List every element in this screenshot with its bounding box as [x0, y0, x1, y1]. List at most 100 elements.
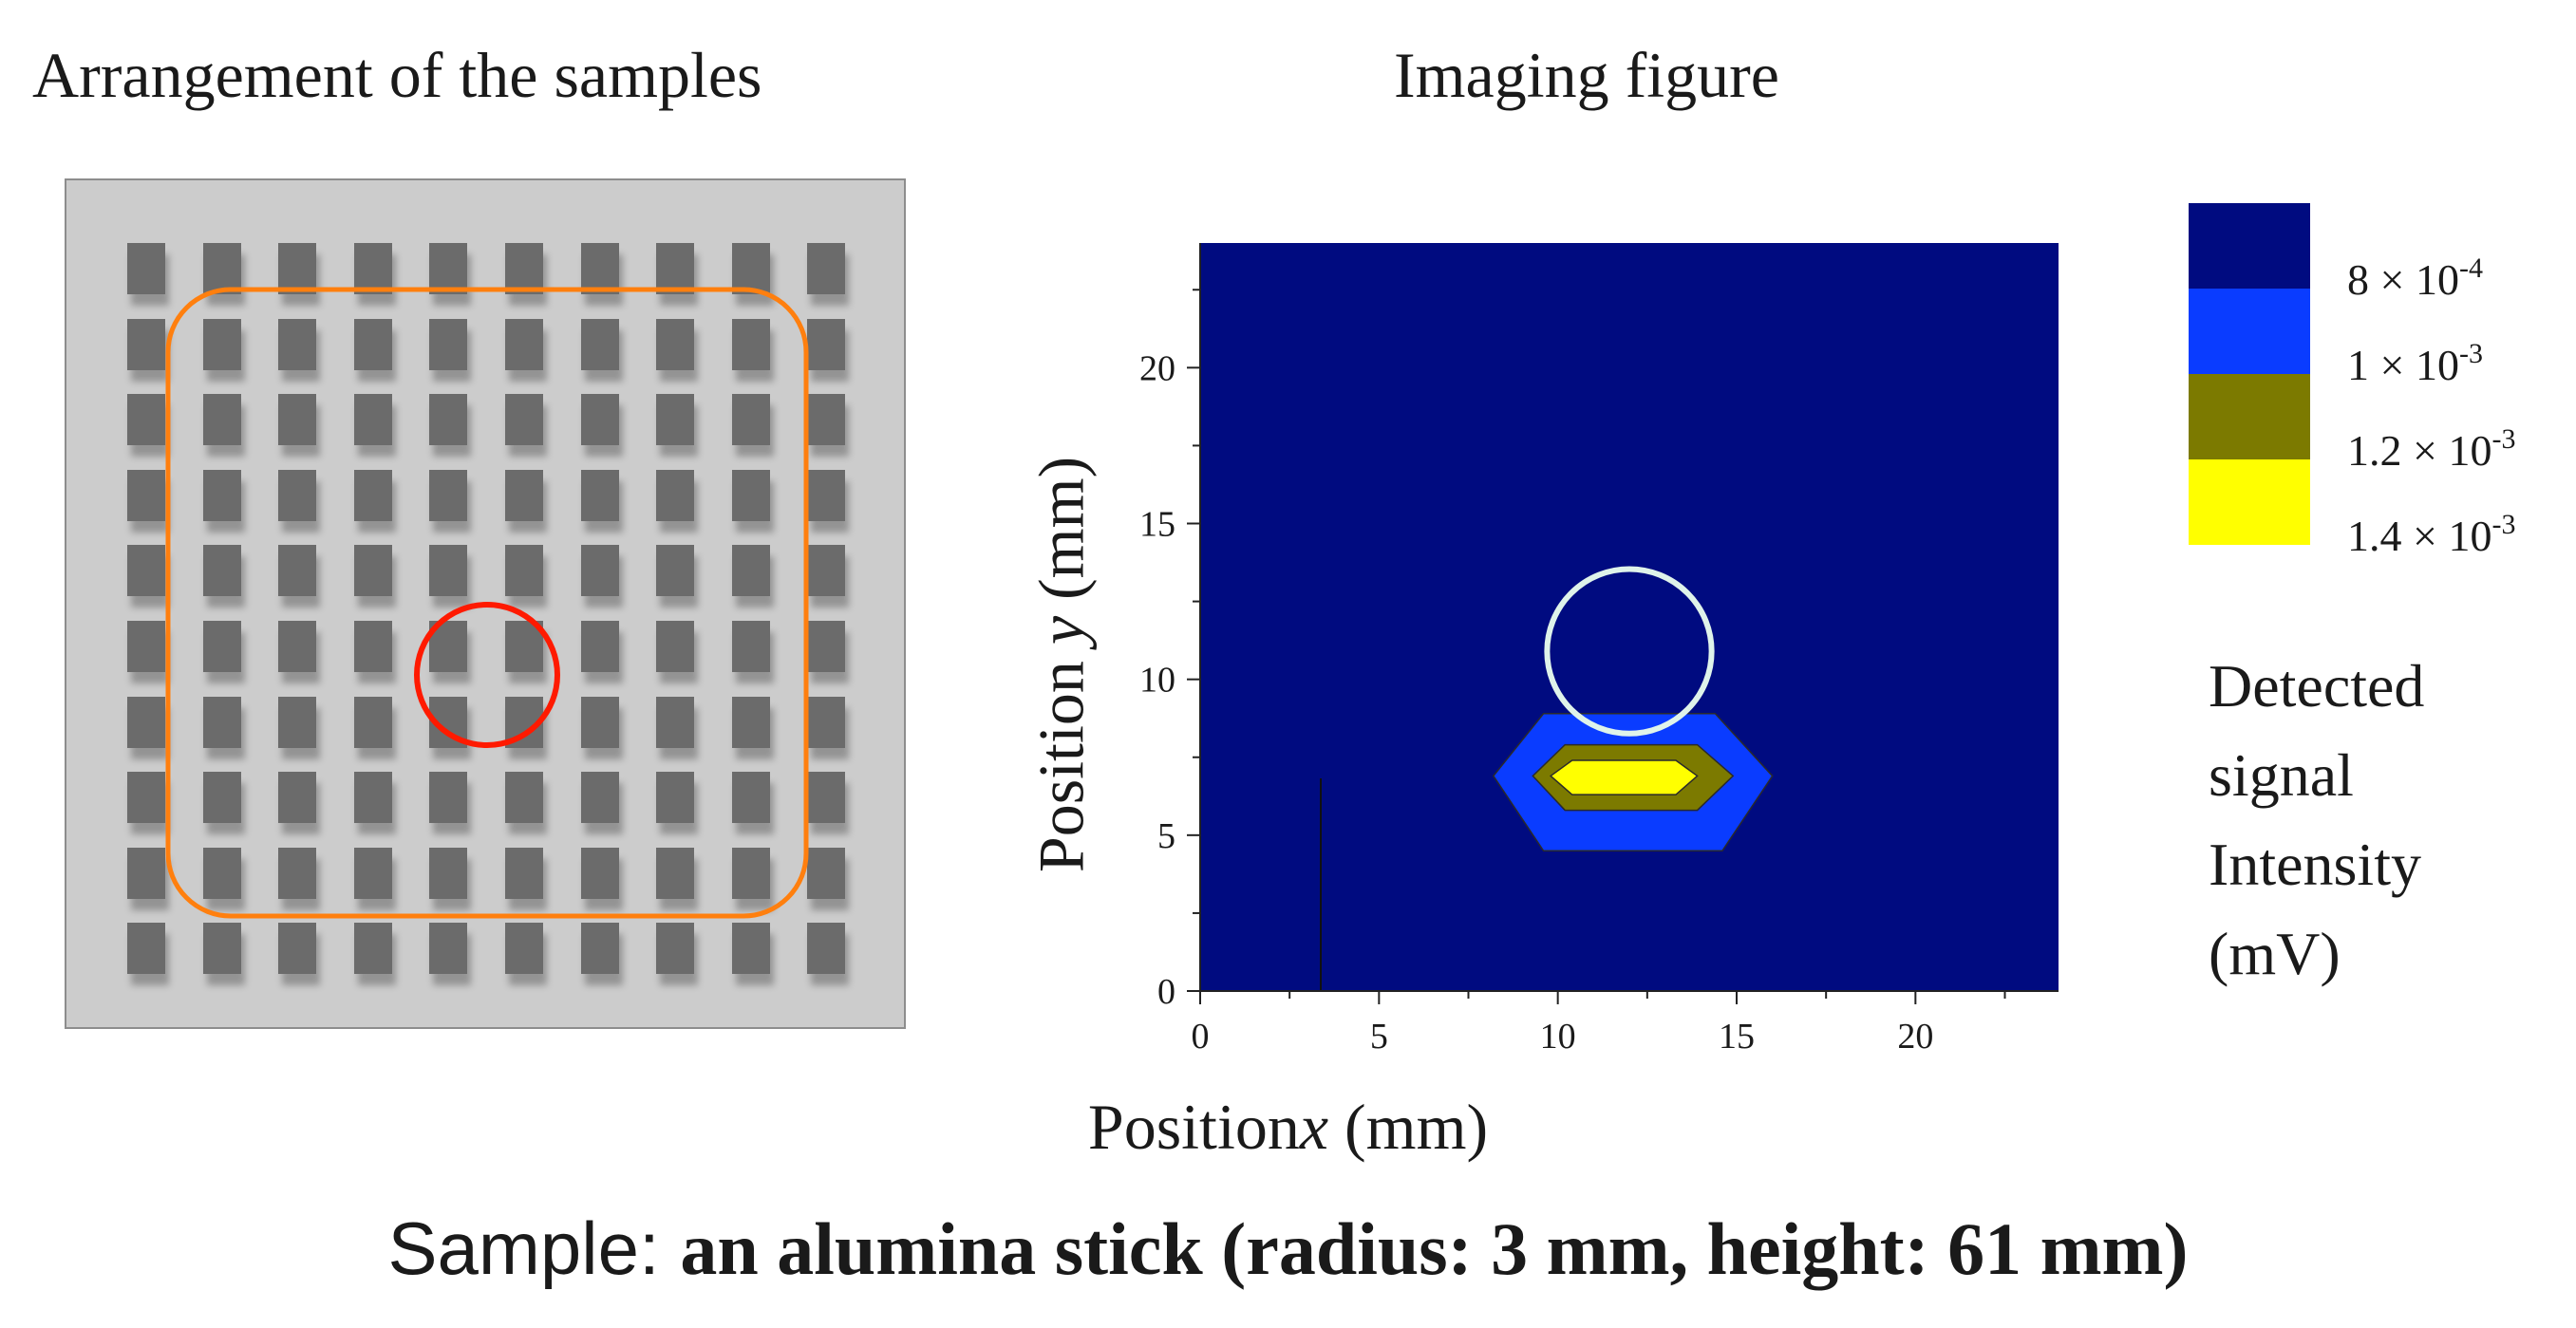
legend-label-mantissa: 1 × 10 [2347, 341, 2459, 389]
sample-square [505, 847, 543, 899]
sample-square [353, 243, 392, 294]
sample-square [353, 469, 392, 521]
legend-swatch [2189, 374, 2310, 459]
sample-square [807, 394, 846, 446]
sample-square [731, 621, 770, 672]
sample-square [505, 243, 543, 294]
sample-square [278, 847, 317, 899]
legend-caption-line: Detected [2209, 652, 2425, 720]
sample-square [505, 772, 543, 824]
sample-square [278, 696, 317, 748]
sample-square [429, 923, 468, 975]
roi-outline [165, 287, 809, 919]
legend-swatch [2189, 289, 2310, 374]
sample-square [807, 621, 846, 672]
sample-square [656, 847, 695, 899]
heatmap-background [1200, 243, 2059, 991]
sample-square [127, 772, 165, 824]
sample-square [656, 545, 695, 597]
sample-square [580, 318, 619, 370]
x-tick-label: 10 [1540, 1017, 1576, 1057]
x-axis-title: Position x (mm) [0, 1090, 2576, 1165]
sample-caption-description: an alumina stick (radius: 3 mm, height: … [680, 1207, 2189, 1290]
sample-square [656, 243, 695, 294]
sample-square [731, 243, 770, 294]
legend-swatch [2189, 459, 2310, 545]
sample-square [202, 923, 241, 975]
sample-square [202, 621, 241, 672]
sample-square [731, 847, 770, 899]
legend-label: 8 × 10-4 [2347, 253, 2483, 305]
sample-square [656, 696, 695, 748]
sample-square [429, 394, 468, 446]
sample-square [429, 847, 468, 899]
sample-square [731, 318, 770, 370]
sample-square [127, 847, 165, 899]
sample-square [807, 772, 846, 824]
sample-square [580, 394, 619, 446]
sample-square [731, 469, 770, 521]
sample-square [202, 772, 241, 824]
sample-square [505, 394, 543, 446]
sample-square [580, 545, 619, 597]
y-tick-label: 10 [1139, 661, 1175, 701]
legend-label-exponent: -3 [2491, 509, 2516, 540]
right-panel-title: Imaging figure [1394, 39, 1779, 111]
sample-square [807, 318, 846, 370]
x-axis-title-var: x [1299, 1091, 1329, 1163]
x-tick-label: 20 [1897, 1017, 1933, 1057]
sample-square [580, 772, 619, 824]
legend-swatch [2189, 203, 2310, 289]
sample-square [127, 696, 165, 748]
sample-square [580, 847, 619, 899]
sample-square [505, 318, 543, 370]
sample-square [353, 772, 392, 824]
sample-square [127, 621, 165, 672]
x-tick-label: 0 [1192, 1017, 1210, 1057]
sample-square [656, 923, 695, 975]
sample-square [278, 772, 317, 824]
sample-square [429, 243, 468, 294]
legend-label-mantissa: 1.4 × 10 [2347, 512, 2492, 560]
sample-square [429, 545, 468, 597]
highlight-circle [414, 602, 560, 748]
sample-square [731, 394, 770, 446]
legend-caption-line: (mV) [2209, 920, 2341, 987]
sample-square [202, 847, 241, 899]
sample-caption-prefix: Sample: [387, 1206, 681, 1290]
sample-square [278, 469, 317, 521]
sample-square [731, 772, 770, 824]
sample-square [127, 469, 165, 521]
sample-square [127, 545, 165, 597]
sample-position-circle [1544, 566, 1715, 737]
y-tick-label: 5 [1157, 816, 1175, 856]
sample-square [505, 923, 543, 975]
legend-caption-line: Intensity [2209, 831, 2421, 898]
sample-square [807, 696, 846, 748]
legend-caption: Detected signal Intensity (mV) [2209, 642, 2424, 999]
legend-label-exponent: -3 [2491, 423, 2516, 455]
sample-square [580, 243, 619, 294]
legend-label-exponent: -4 [2458, 253, 2483, 284]
sample-square [127, 923, 165, 975]
sample-square [202, 394, 241, 446]
sample-square [429, 318, 468, 370]
sample-square [807, 923, 846, 975]
legend-label: 1 × 10-3 [2347, 338, 2483, 390]
sample-square [353, 545, 392, 597]
sample-square [278, 545, 317, 597]
sample-square [202, 243, 241, 294]
sample-square [656, 469, 695, 521]
sample-square [202, 696, 241, 748]
sample-square [731, 923, 770, 975]
sample-square [202, 469, 241, 521]
x-tick-label: 15 [1719, 1017, 1755, 1057]
legend-label: 1.4 × 10-3 [2347, 509, 2515, 561]
x-tick-label: 5 [1370, 1017, 1388, 1057]
sample-square [580, 621, 619, 672]
sample-square [807, 847, 846, 899]
sample-caption: Sample: an alumina stick (radius: 3 mm, … [0, 1206, 2576, 1292]
sample-square [656, 318, 695, 370]
legend-label: 1.2 × 10-3 [2347, 423, 2515, 476]
